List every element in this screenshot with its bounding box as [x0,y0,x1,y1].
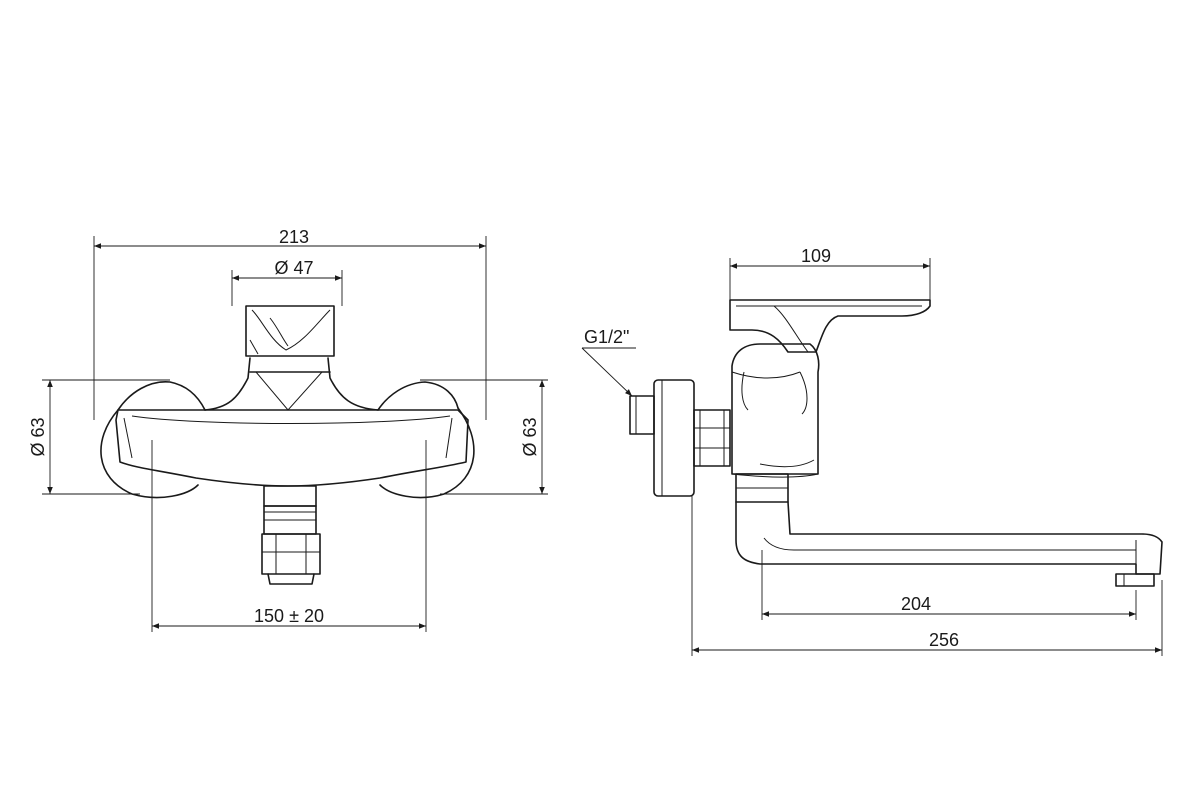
side-wall-flange [629,379,695,497]
overall-depth-label: 256 [929,630,959,650]
dim-overall-depth: 256 [691,496,1163,656]
dim-handle-diameter: Ø 47 [231,258,343,306]
handle-cartridge [245,305,335,357]
thread-label: G1/2" [584,327,629,347]
centers-label: 150 ± 20 [254,606,324,626]
dim-right-flange: Ø 63 [420,379,548,495]
dim-lever-length: 109 [729,246,931,300]
side-view: G1/2" 109 204 256 [581,246,1163,656]
dim-centers: 150 ± 20 [151,440,427,632]
width-label: 213 [279,227,309,247]
handle-diameter-label: Ø 47 [274,258,313,278]
hex-connector [693,409,731,467]
right-flange-label: Ø 63 [520,417,540,456]
side-mixer-body [731,343,820,478]
front-view: 213 Ø 47 Ø 63 Ø 63 150 ± 20 [28,227,548,632]
spout-reach-label: 204 [901,594,931,614]
side-lever [729,299,931,353]
dim-left-flange: Ø 63 [28,379,170,495]
dim-overall-width: 213 [93,227,487,420]
bottom-outlet [261,485,321,585]
mixer-body [115,409,469,487]
dim-spout-reach: 204 [761,550,1137,620]
thread-callout: G1/2" [581,327,636,397]
lever-length-label: 109 [801,246,831,266]
left-flange-label: Ø 63 [28,417,48,456]
side-spout [735,473,1163,587]
